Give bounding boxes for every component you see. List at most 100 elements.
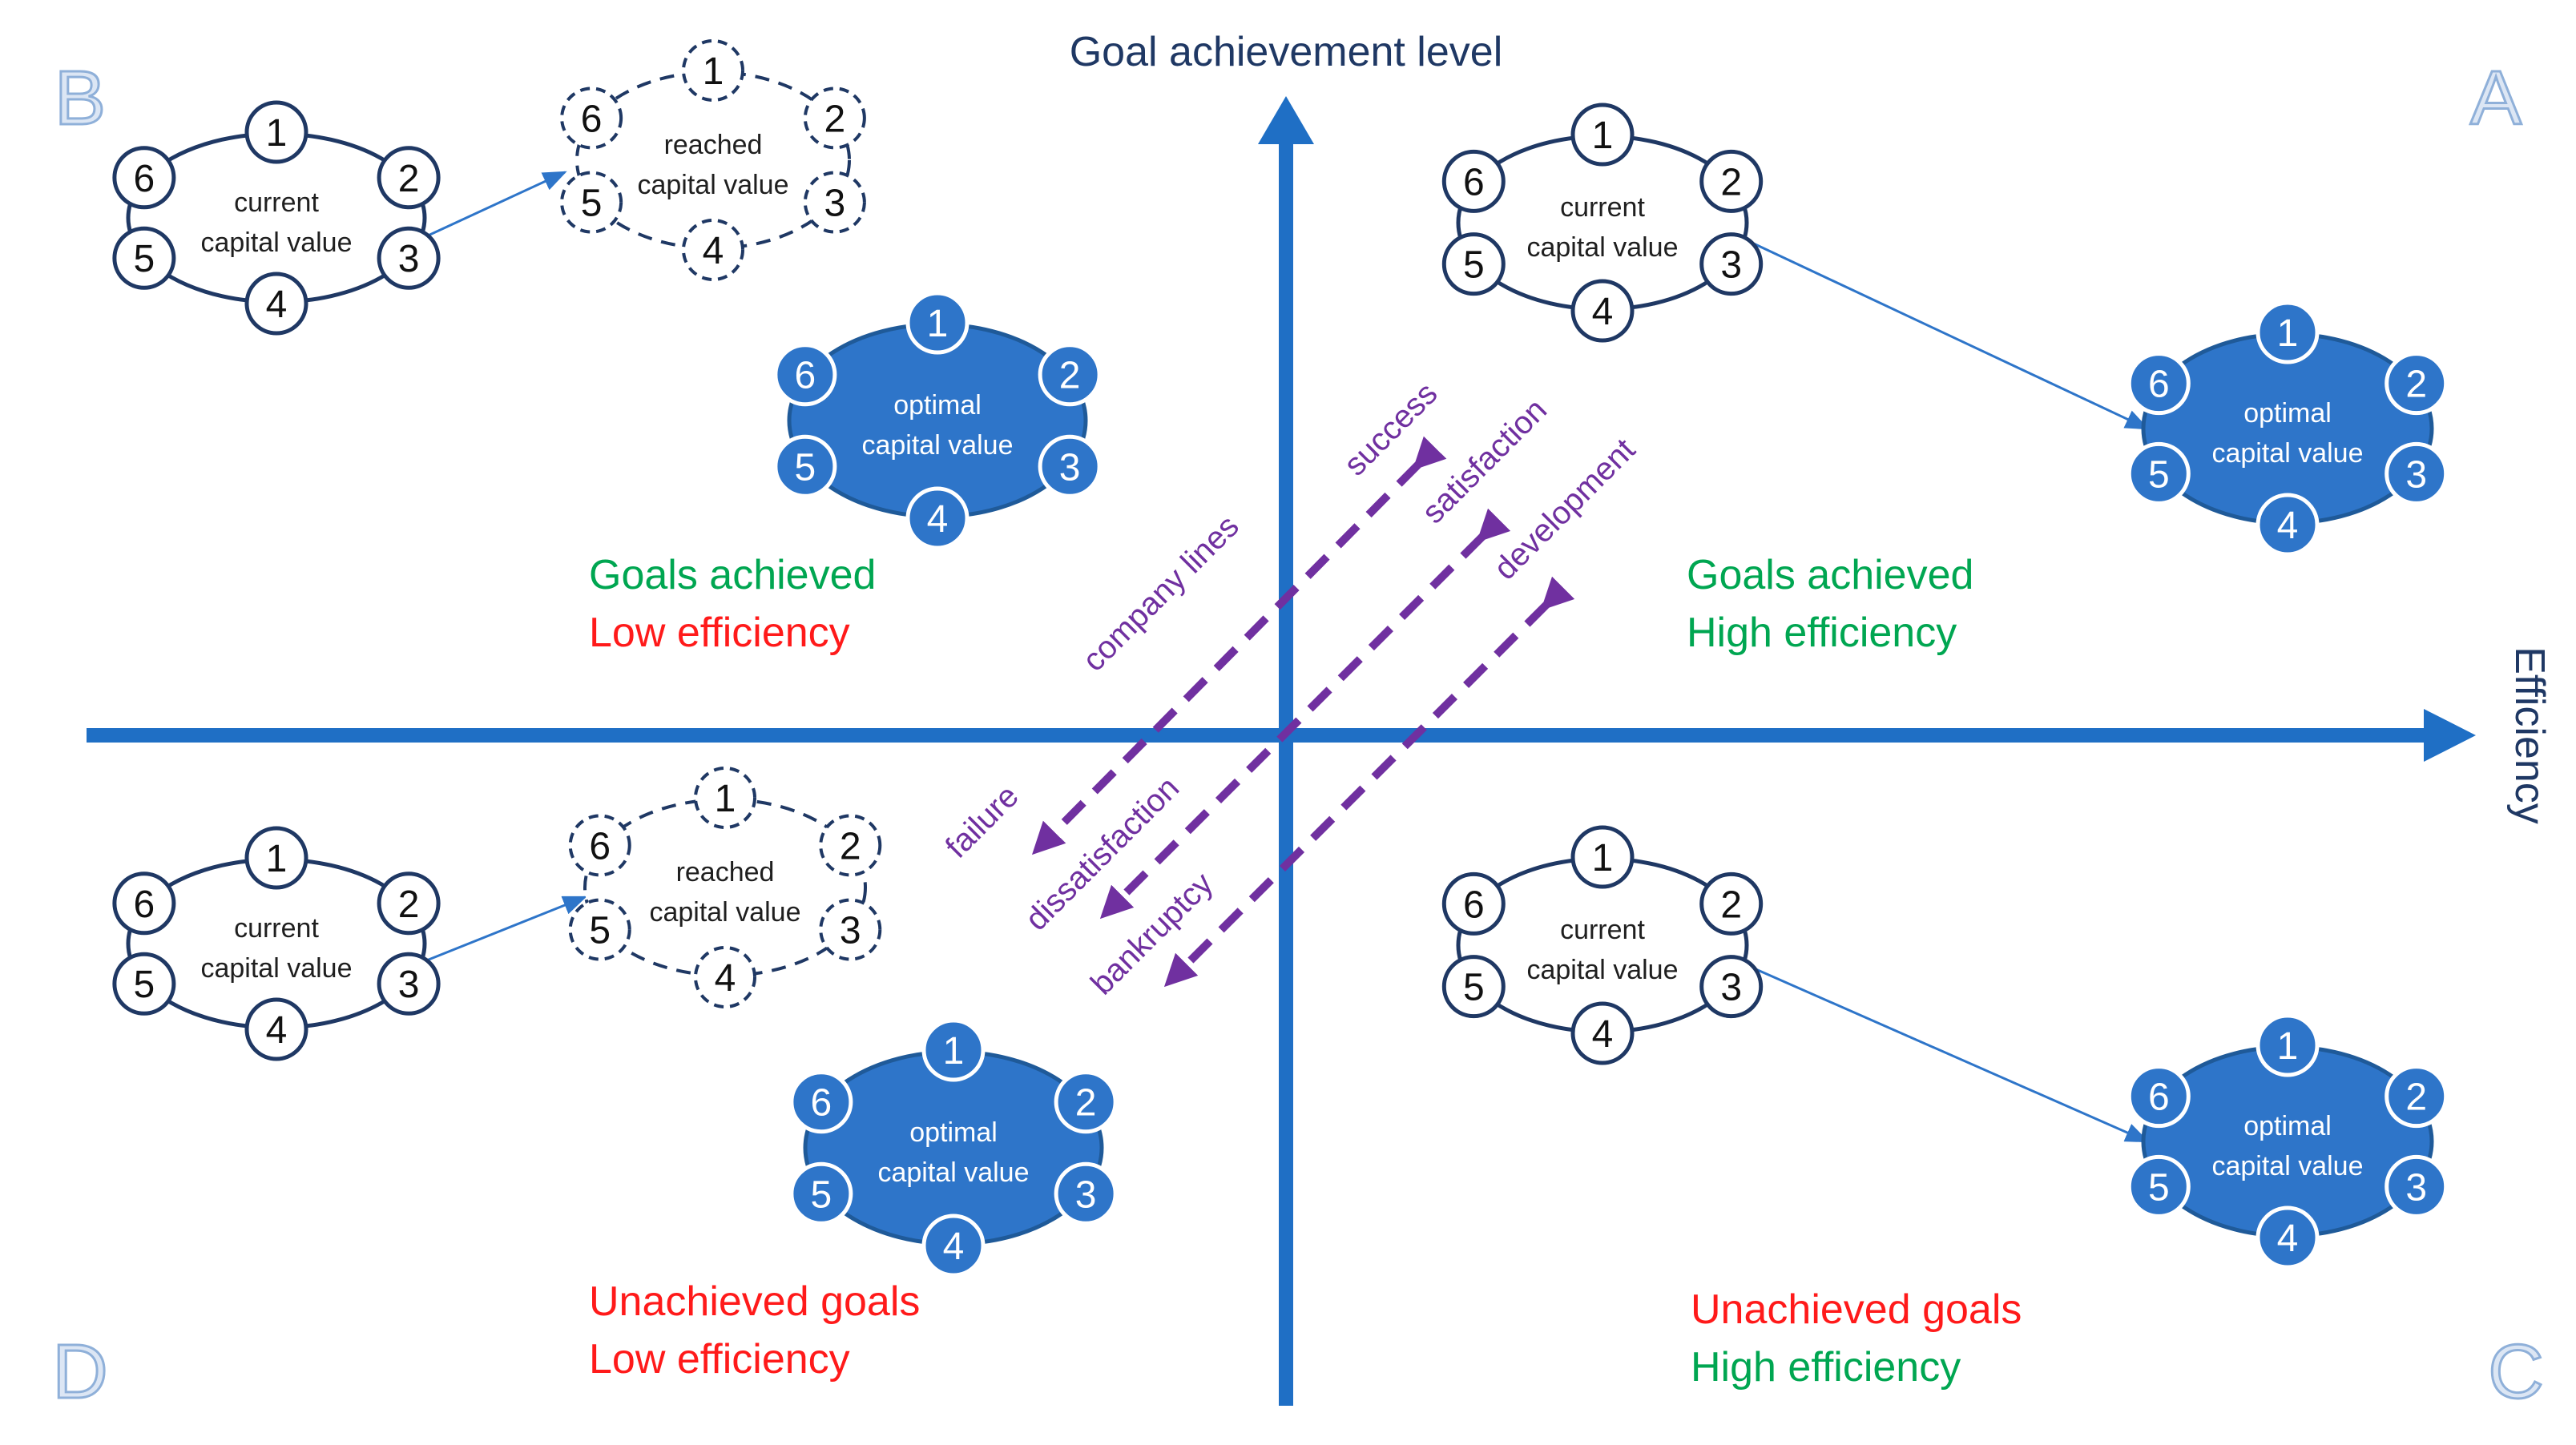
cluster-node-number: 5 bbox=[1463, 244, 1485, 287]
cluster-node-number: 6 bbox=[2148, 364, 2170, 406]
cluster-node-1 bbox=[905, 291, 970, 355]
cluster-node-number: 3 bbox=[398, 238, 420, 280]
cluster-node-6 bbox=[112, 146, 176, 210]
quadrant-a-line1: Goals achieved bbox=[1687, 552, 1973, 598]
quadrant-letter-b: B bbox=[54, 55, 106, 141]
cluster-node-number: 1 bbox=[943, 1030, 965, 1073]
cluster-node-6 bbox=[112, 871, 176, 936]
cluster-node-number: 3 bbox=[2405, 1166, 2427, 1209]
cluster-node-1 bbox=[694, 767, 756, 829]
cluster-node-number: 2 bbox=[1075, 1082, 1097, 1125]
cluster-node-6 bbox=[1441, 149, 1506, 213]
cluster-node-number: 3 bbox=[840, 910, 861, 952]
cluster-node-3 bbox=[1038, 434, 1102, 498]
cluster-node-2 bbox=[2385, 352, 2449, 416]
cluster-label-line2: capital value bbox=[877, 1157, 1029, 1188]
cluster-node-number: 2 bbox=[2405, 1077, 2427, 1119]
cluster-label-line1: reached bbox=[664, 130, 763, 160]
quadrant-d-line1: Unachieved goals bbox=[589, 1278, 920, 1325]
cluster-label-line2: capital value bbox=[2211, 438, 2363, 469]
cluster-node-3 bbox=[1699, 232, 1764, 296]
cluster-node-3 bbox=[377, 952, 441, 1016]
cluster-node-number: 1 bbox=[2277, 312, 2299, 355]
cluster-node-5 bbox=[2127, 441, 2191, 505]
cluster-node-number: 6 bbox=[1463, 884, 1485, 926]
cluster-node-5 bbox=[1441, 232, 1506, 296]
cluster-node-2 bbox=[1054, 1070, 1118, 1134]
cluster-node-number: 5 bbox=[589, 910, 611, 952]
quadrant-b-line2: Low efficiency bbox=[589, 610, 850, 656]
cluster-node-number: 5 bbox=[2148, 1166, 2170, 1209]
quadrant-letter-d: D bbox=[52, 1329, 107, 1415]
cluster-node-4 bbox=[921, 1214, 986, 1278]
cluster-node-4 bbox=[2256, 493, 2320, 557]
cluster-node-4 bbox=[682, 219, 744, 281]
cluster-node-number: 5 bbox=[2148, 453, 2170, 496]
cluster-node-2 bbox=[819, 814, 882, 877]
cluster-node-number: 1 bbox=[927, 303, 949, 345]
cluster-node-6 bbox=[2127, 1065, 2191, 1129]
cluster-node-4 bbox=[1570, 1001, 1635, 1065]
cluster-label-line2: capital value bbox=[200, 227, 352, 258]
cluster-node-6 bbox=[560, 87, 623, 150]
cluster-label-line1: optimal bbox=[2243, 398, 2332, 429]
cluster-node-3 bbox=[1054, 1161, 1118, 1226]
capital-value-clusters: current capital value 1 2 3 4 5 6 reached capital… bbox=[112, 39, 2449, 1278]
quadrant-letter-c: C bbox=[2488, 1329, 2543, 1415]
cluster-node-number: 4 bbox=[703, 230, 724, 272]
cluster-node-number: 1 bbox=[266, 112, 288, 155]
cluster-node-3 bbox=[1699, 955, 1764, 1019]
cluster-node-number: 3 bbox=[2405, 453, 2427, 496]
cluster-node-6 bbox=[568, 814, 631, 877]
cluster-node-number: 4 bbox=[2277, 1218, 2299, 1260]
diagonal-arrow-development-bankruptcy bbox=[1163, 576, 1575, 988]
cluster-node-5 bbox=[112, 952, 176, 1016]
cluster-node-number: 4 bbox=[1592, 291, 1614, 333]
cluster-node-1 bbox=[1570, 103, 1635, 167]
cluster-node-6 bbox=[789, 1070, 853, 1134]
cluster-node-1 bbox=[2256, 1013, 2320, 1077]
cluster-node-number: 5 bbox=[1463, 967, 1485, 1009]
quadrant-letter-a: A bbox=[2470, 55, 2522, 141]
cluster-node-3 bbox=[819, 898, 882, 961]
cluster-node-1 bbox=[921, 1018, 986, 1082]
cluster-node-number: 1 bbox=[266, 838, 288, 880]
cluster-node-number: 4 bbox=[266, 1009, 288, 1052]
cluster-node-number: 5 bbox=[795, 446, 816, 489]
arrow-a-current-to-optimal bbox=[1746, 239, 2150, 430]
label-bankruptcy: bankruptcy bbox=[1084, 866, 1219, 1001]
cluster-node-number: 3 bbox=[1720, 244, 1742, 287]
cluster-node-number: 4 bbox=[927, 498, 949, 541]
cluster-node-number: 4 bbox=[943, 1226, 965, 1268]
cluster-label-line2: capital value bbox=[1526, 232, 1678, 263]
label-satisfaction: satisfaction bbox=[1416, 392, 1554, 531]
cluster-node-number: 2 bbox=[1720, 161, 1742, 203]
cluster-node-number: 2 bbox=[1720, 884, 1742, 926]
vertical-axis-arrowhead bbox=[1258, 96, 1314, 144]
quadrant-a-line2: High efficiency bbox=[1687, 610, 1957, 656]
cluster-node-1 bbox=[2256, 300, 2320, 364]
cluster-node-4 bbox=[2256, 1206, 2320, 1270]
cluster-node-number: 6 bbox=[589, 825, 611, 867]
cluster-label-line1: optimal bbox=[893, 390, 982, 421]
cluster-node-5 bbox=[2127, 1154, 2191, 1218]
cluster-node-6 bbox=[1441, 871, 1506, 936]
cluster-node-1 bbox=[244, 826, 308, 890]
cluster-node-number: 6 bbox=[2148, 1077, 2170, 1119]
cluster-label-line1: current bbox=[1560, 192, 1645, 223]
cluster-node-number: 2 bbox=[1059, 355, 1081, 397]
cluster-node-number: 3 bbox=[1075, 1173, 1097, 1216]
cluster-node-number: 6 bbox=[795, 355, 816, 397]
quadrant-d-line2: Low efficiency bbox=[589, 1336, 850, 1383]
label-success: success bbox=[1337, 376, 1444, 482]
cluster-node-number: 6 bbox=[1463, 161, 1485, 203]
cluster-node-2 bbox=[1699, 871, 1764, 936]
cluster-label-line1: current bbox=[234, 913, 319, 944]
quadrant-b-line1: Goals achieved bbox=[589, 552, 876, 598]
